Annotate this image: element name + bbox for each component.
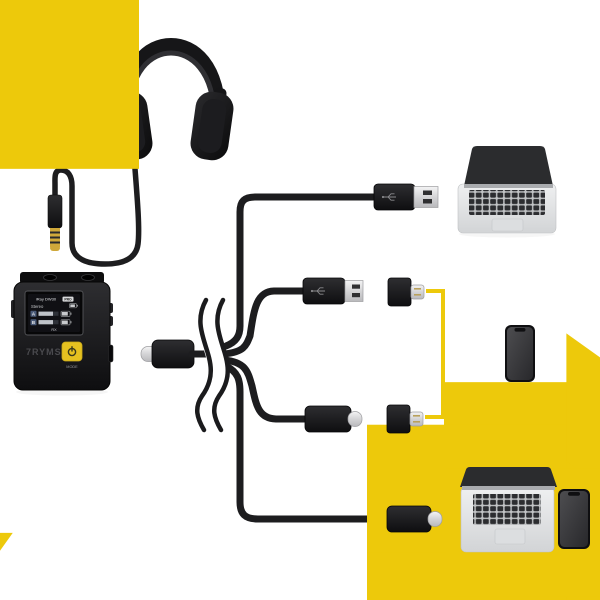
phone-screen [507,327,533,380]
mode-button-label: MODE [66,365,78,369]
usb-a-connector-mid [302,277,364,305]
screen-pro-badge-label: PRO [64,298,72,302]
usb-c-tip [347,411,363,427]
laptop-keys [469,190,545,215]
usb-trident-icon [381,193,396,201]
headphone-earcup-right-inner [197,99,227,153]
power-icon [67,346,77,357]
laptop-trackpad [494,528,526,545]
jack-gold-tip [50,245,60,251]
lightning-tip [410,284,425,300]
bracket-connector [425,289,445,419]
laptop-trackpad [491,218,524,232]
lightning-adapter-lower [386,404,424,434]
receiver-device: iRay DW30 PRO Stereo A [11,272,114,391]
battery-icon [60,310,72,317]
laptop-lid [464,146,553,186]
receiver-usb-port [108,344,114,363]
screen-channel-a-row: A [30,310,72,317]
branch-cable-bottom [222,362,394,523]
audio-jack-icon [47,194,63,251]
channel-b-label: B [32,320,35,325]
branch-cable-top [222,193,380,350]
usb-a-connector-top [373,183,439,211]
phone-notch [514,328,526,332]
jack-ring-1 [50,231,60,234]
channel-a-label: A [32,312,36,317]
screen-footer: RX [51,328,57,332]
lightning-contact-1 [414,288,421,290]
cable-break-icon [194,289,231,441]
jack-ring-2 [50,236,60,239]
screen-header: iRay DW30 [36,297,57,302]
usb-a-hole-2 [352,293,360,298]
screen-pro-badge [62,296,74,302]
main-usb-c-connector [140,339,195,369]
usb-a-hole-1 [352,284,360,289]
usb-c-body [151,339,195,369]
down-arrow-icon [0,256,13,600]
mode-button: MODE [61,341,83,369]
left-arrow-icon [0,0,139,296]
usb-c-tip [427,511,443,527]
usb-trident-icon [310,287,325,295]
screen-channel-b-row: B [30,319,72,326]
phone-bottom [558,489,590,549]
usb-a-metal [413,186,439,208]
lightning-adapter-upper [387,277,425,307]
lightning-contact-1 [413,415,420,417]
laptop-bottom [460,467,557,553]
usb-c-body [304,405,352,433]
battery-icon [60,319,72,326]
phone-middle [505,325,535,382]
usb-a-hole-2 [423,199,432,204]
branch-cable-mid-upper [220,287,310,358]
usb-a-metal [344,280,364,302]
laptop-hinge [464,184,553,188]
receiver-screen: iRay DW30 PRO Stereo A [24,290,84,336]
cable-bundle [188,193,394,523]
receiver-audio-port-1 [43,274,57,281]
laptop-lid [460,467,557,487]
phone-notch [568,492,580,496]
brand-logo: 7RYMS [26,347,62,357]
usb-c-body [386,505,432,533]
lightning-contact-2 [414,294,421,296]
laptop-hinge [462,486,555,490]
laptop-keys [473,494,541,525]
adapter-body [386,404,411,434]
usb-c-connector-mid [304,405,363,433]
adapter-body [387,277,412,307]
usb-a-hole-1 [423,190,432,195]
lightning-contact-2 [413,421,420,423]
phone-screen [560,491,588,547]
screen-audio-mode: Stereo [31,304,44,309]
battery-icon [69,303,78,309]
jack-body [47,194,63,229]
receiver-top-housing [20,272,104,284]
laptop-top [457,146,557,234]
receiver-audio-port-2 [81,274,95,281]
branch-cable-mid-lower [220,356,312,423]
headphone-cable [52,153,142,267]
lightning-tip [409,411,424,427]
jack-ring-3 [50,241,60,244]
usb-c-connector-bottom [386,505,443,533]
